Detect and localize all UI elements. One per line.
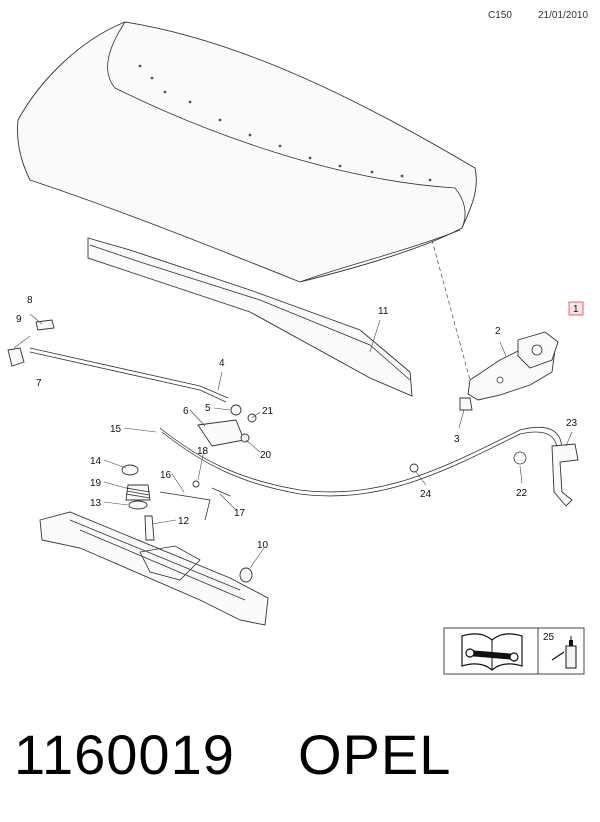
callout-21: 21 — [262, 406, 274, 417]
hood-seal-strip — [87, 237, 413, 397]
latch-bracket — [197, 404, 257, 447]
grease-gun-icon — [551, 636, 577, 669]
callout-24: 24 — [420, 489, 432, 500]
callout-11: 11 — [378, 306, 389, 317]
callout-2: 2 — [495, 326, 501, 337]
diagram-date: 21/01/2010 — [538, 10, 589, 21]
callout-22: 22 — [516, 488, 528, 499]
callout-17: 17 — [234, 508, 246, 519]
guide-line — [431, 239, 471, 381]
release-handle — [551, 443, 579, 507]
latch-nut — [459, 397, 473, 411]
callout-25: 25 — [543, 632, 555, 643]
exploded-parts-diagram: 1 2 3 4 5 6 7 8 9 10 11 12 13 14 15 16 1… — [7, 21, 585, 675]
callout-7: 7 — [36, 378, 42, 389]
callout-20: 20 — [260, 450, 272, 461]
hood-latch — [467, 331, 559, 401]
callout-5: 5 — [205, 403, 211, 414]
callout-1-highlight — [568, 301, 584, 316]
spring-assembly — [121, 464, 231, 541]
callout-18: 18 — [197, 446, 209, 457]
cable-clip — [513, 451, 527, 465]
callout-19: 19 — [90, 478, 102, 489]
cable-grommet — [409, 463, 419, 473]
brand-name: OPEL — [298, 723, 452, 786]
callout-8: 8 — [27, 295, 33, 306]
book-wrench-icon — [461, 633, 523, 671]
callout-9: 9 — [16, 314, 22, 325]
callout-1: 1 — [573, 304, 579, 315]
callout-16: 16 — [160, 470, 172, 481]
callout-4: 4 — [219, 358, 225, 369]
callout-12: 12 — [178, 516, 190, 527]
diagram-code: C150 — [488, 10, 512, 21]
hood-panel — [17, 21, 477, 283]
callout-23: 23 — [566, 418, 578, 429]
leader-lines — [13, 313, 573, 569]
callout-13: 13 — [90, 498, 102, 509]
legend-box: 25 — [443, 627, 585, 675]
release-cable — [159, 426, 562, 497]
prop-rod — [29, 347, 229, 403]
part-number: 1160019 — [14, 723, 235, 786]
callout-15: 15 — [110, 424, 122, 435]
front-cross-member — [39, 511, 269, 626]
callout-14: 14 — [90, 456, 102, 467]
callout-10: 10 — [257, 540, 269, 551]
callout-6: 6 — [183, 406, 189, 417]
callout-3: 3 — [454, 434, 460, 445]
rod-clip — [7, 347, 25, 367]
